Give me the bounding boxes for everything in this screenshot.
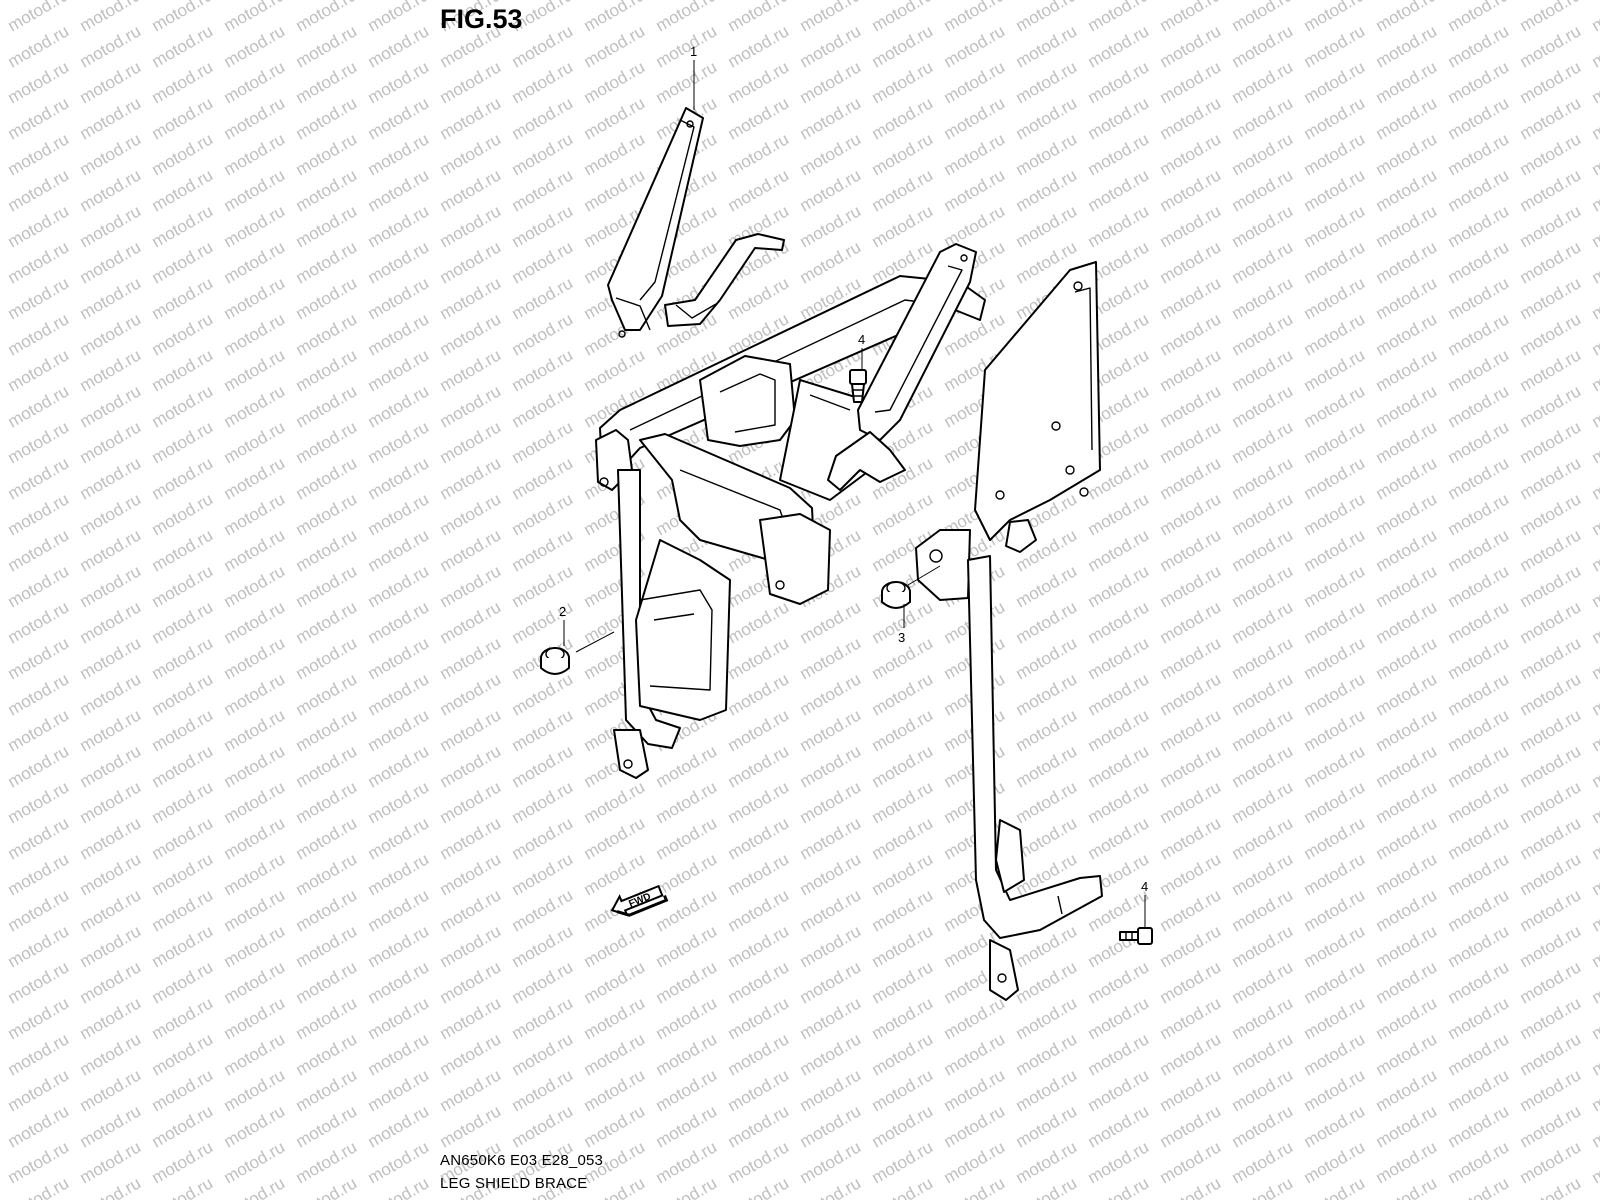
right-upper-stay [827,243,977,491]
upper-clip [664,233,785,327]
callout-number: 2 [559,604,566,619]
bolt-part-4-upper [849,369,867,403]
cushion-part-2 [540,647,570,675]
figure-name: LEG SHIELD BRACE [440,1175,588,1192]
fwd-arrow-icon: FWD [610,884,669,917]
left-upper-stay [607,107,704,338]
watermark-text: motod.ru [1589,0,1600,35]
figure-code: AN650K6 E03 E28_053 [440,1152,604,1169]
leader-lines [563,60,1146,928]
bolt-part-4-lower [1119,927,1153,945]
cushion-part-3 [881,581,911,609]
callout-number: 4 [858,332,865,347]
right-down-tube [967,555,1103,1001]
figure-title: FIG.53 [440,4,523,34]
left-down-tube [613,469,681,779]
left-lower-bracket [635,539,731,721]
lower-tray [639,433,831,605]
callout-number: 1 [690,44,697,59]
callout-number: 4 [1141,879,1148,894]
right-side-plate [915,261,1101,601]
callout-number: 3 [898,630,905,645]
